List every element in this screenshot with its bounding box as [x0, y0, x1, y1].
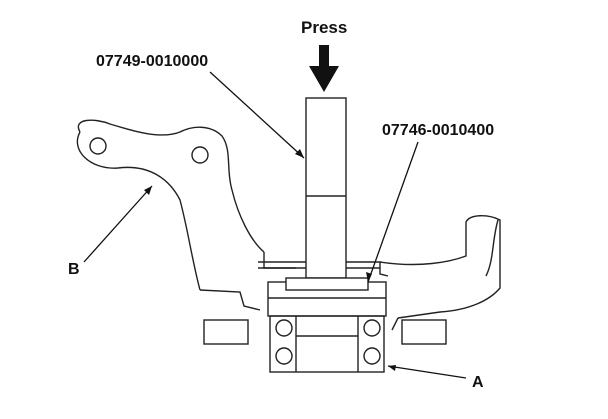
leader-lines — [83, 71, 467, 379]
attachment-tool-part-number: 07746-0010400 — [382, 122, 494, 139]
leader-arrowheads — [144, 149, 396, 371]
driver-tool-part-number: 07749-0010000 — [96, 53, 208, 70]
driver-tool — [305, 97, 347, 279]
attachment-tool — [285, 277, 369, 291]
callout-a-label: A — [472, 374, 484, 391]
support-blocks — [203, 319, 447, 345]
press-arrow — [309, 45, 339, 92]
steering-knuckle — [76, 119, 501, 331]
wheel-bearing-balls — [275, 319, 381, 365]
press-label: Press — [301, 18, 347, 37]
callout-b-label: B — [68, 261, 80, 278]
